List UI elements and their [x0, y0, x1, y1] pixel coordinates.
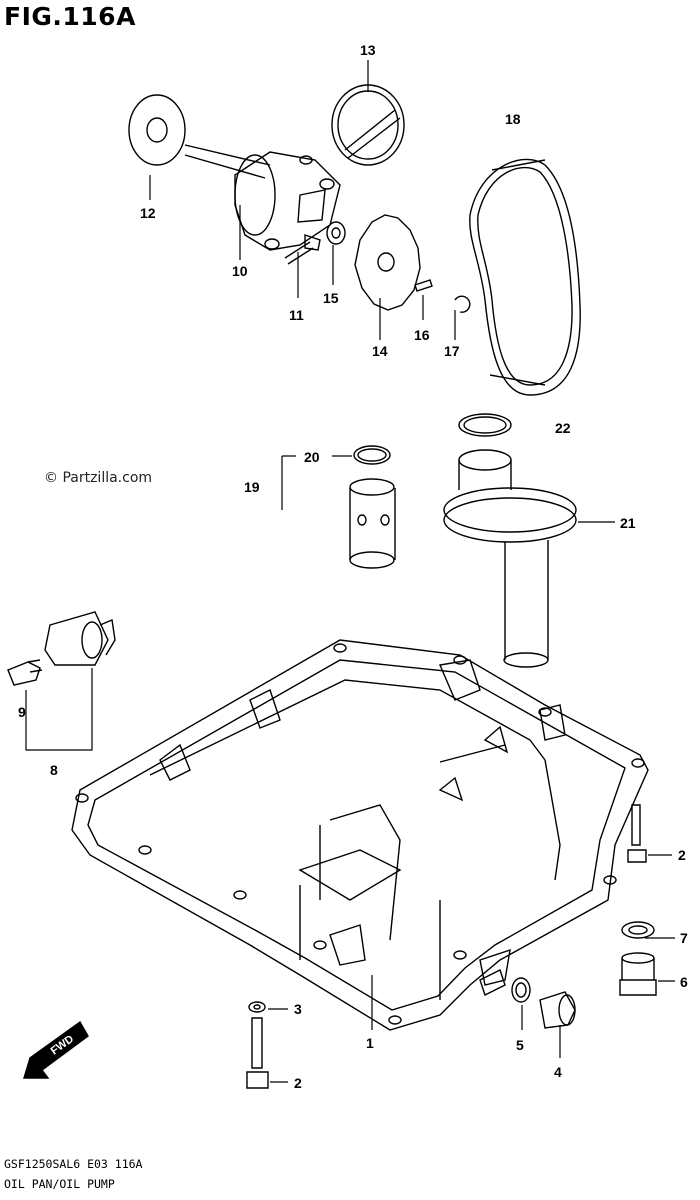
callout-22: 22: [555, 420, 571, 436]
plug-6: [619, 952, 657, 996]
callout-5: 5: [516, 1037, 524, 1053]
callout-15: 15: [323, 290, 339, 306]
oil-pump: [184, 144, 341, 251]
leader-lines: [25, 60, 675, 1083]
callout-14: 14: [372, 343, 388, 359]
callout-12: 12: [140, 205, 156, 221]
gear-13: [331, 84, 405, 166]
oil-strainer-pipe: [349, 445, 396, 569]
watermark: © Partzilla.com: [44, 470, 153, 486]
callout-18: 18: [505, 111, 521, 127]
callout-2-right: 2: [678, 847, 686, 863]
callout-7: 7: [680, 930, 688, 946]
callout-2-left: 2: [294, 1075, 302, 1091]
footer-caption: OIL PAN/OIL PUMP: [4, 1177, 115, 1191]
callout-13: 13: [360, 42, 376, 58]
drain-plug-4: [539, 991, 576, 1029]
gasket-5: [511, 977, 531, 1003]
footer-code: GSF1250SAL6 E03 116A: [4, 1157, 143, 1171]
bolt-2-left: [246, 1017, 269, 1089]
callout-1: 1: [366, 1035, 374, 1051]
callout-4: 4: [554, 1064, 562, 1080]
callout-21: 21: [620, 515, 636, 531]
figure-title: FIG.116A: [4, 2, 136, 31]
oil-pressure-switch: [7, 611, 116, 686]
fwd-arrow-icon: FWD: [23, 1020, 89, 1079]
callout-9: 9: [18, 704, 26, 720]
gasket-12: [128, 94, 186, 166]
sprocket-14: [354, 214, 421, 311]
circlip-17: [454, 295, 471, 313]
bolt-2-right: [627, 804, 647, 863]
bolt-11: [284, 234, 321, 265]
callout-8: 8: [50, 762, 58, 778]
callout-10: 10: [232, 263, 248, 279]
washer-15: [326, 221, 346, 245]
callout-17: 17: [444, 343, 460, 359]
callout-19: 19: [244, 479, 260, 495]
callout-20: 20: [304, 449, 320, 465]
callout-11: 11: [289, 307, 304, 323]
gasket-7: [621, 921, 655, 939]
callout-labels: 12 10 11 13 14 15 16 17 18 19 20 21 22 9…: [18, 42, 688, 1091]
oil-pan: [71, 639, 649, 1031]
chain-18: [469, 158, 581, 396]
callout-3: 3: [294, 1001, 302, 1017]
oil-strainer: [443, 413, 577, 668]
pin-16: [414, 279, 433, 292]
callout-6: 6: [680, 974, 688, 990]
callout-16: 16: [414, 327, 430, 343]
washer-3: [248, 1001, 266, 1013]
